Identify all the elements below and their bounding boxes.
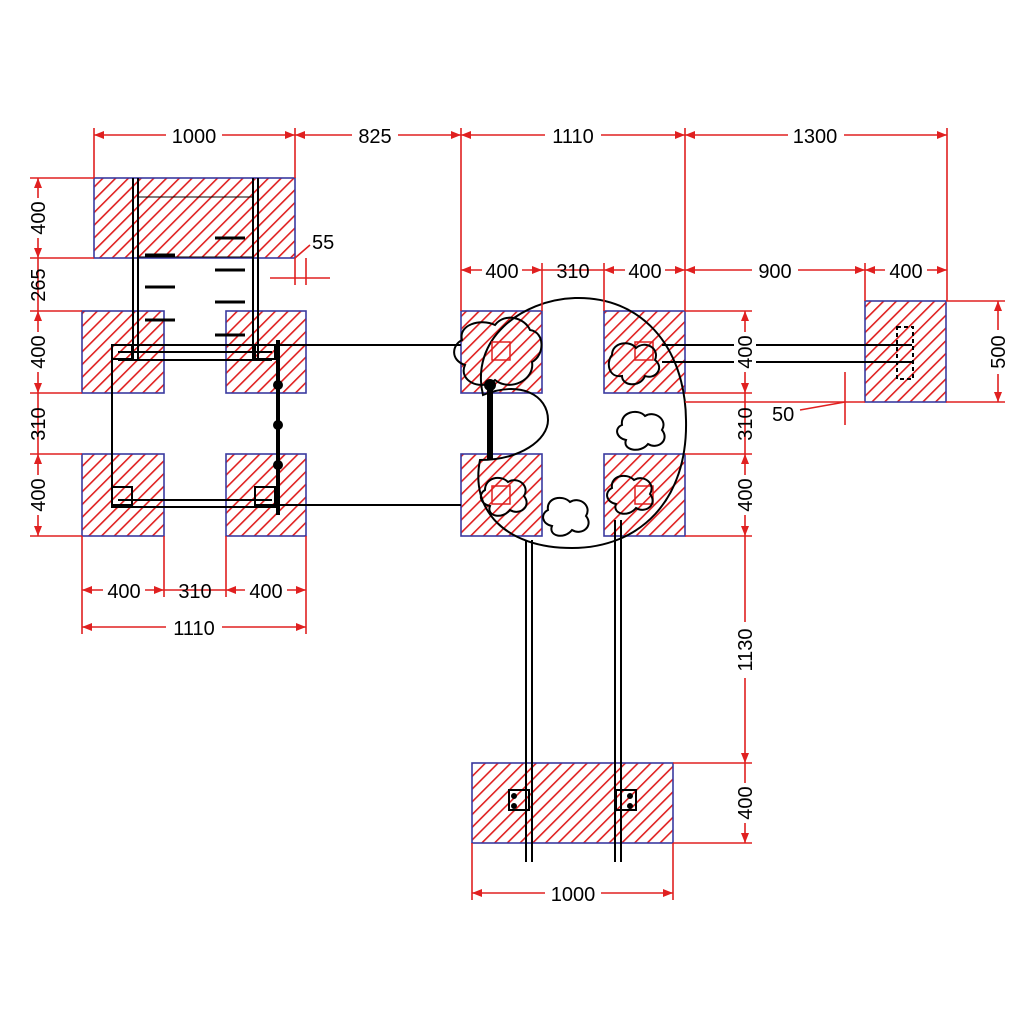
dim-offset-55: 55 xyxy=(312,232,334,254)
footing-tower-d xyxy=(603,453,686,537)
dim-right-footing-400: 400 xyxy=(889,261,922,283)
ladder-rungs xyxy=(145,236,245,337)
dim-left-gap-310: 310 xyxy=(28,407,50,440)
footing-tower-c xyxy=(460,453,543,537)
dim-left-bottom-1110: 1110 xyxy=(173,618,215,640)
blob-6 xyxy=(606,474,654,515)
footing-top-left xyxy=(93,177,296,259)
blob-4 xyxy=(479,476,528,517)
footing-left-c xyxy=(81,453,165,537)
footings xyxy=(81,177,947,844)
dim-right-col-310: 310 xyxy=(735,407,757,440)
dim-footing-left-height: 400 xyxy=(28,201,50,234)
dim-left-bottom-400a: 400 xyxy=(107,581,140,603)
footing-bottom xyxy=(471,762,674,844)
dim-right-footing-500: 500 xyxy=(988,335,1010,368)
dim-right-col-400a: 400 xyxy=(735,335,757,368)
dim-tower-gap-a: 310 xyxy=(556,261,589,283)
dim-offset-50: 50 xyxy=(772,404,794,426)
dim-left-row1-400: 400 xyxy=(28,335,50,368)
dim-bottom-400: 400 xyxy=(735,786,757,819)
blob-5 xyxy=(542,496,590,537)
dim-left-bottom-310: 310 xyxy=(178,581,211,603)
footing-tower-a xyxy=(460,310,543,394)
dim-gap-825: 825 xyxy=(358,126,391,148)
footing-right xyxy=(864,300,947,403)
ladder-top-panel xyxy=(137,196,254,258)
dimension-labels: 1000 825 1110 1300 400 310 400 900 400 5… xyxy=(27,124,1010,906)
dim-left-row2-400: 400 xyxy=(28,478,50,511)
dim-left-bottom-400b: 400 xyxy=(249,581,282,603)
footing-tower-b xyxy=(603,310,686,394)
dim-tower-span-top: 1110 xyxy=(552,126,594,148)
footing-left-d xyxy=(225,453,307,537)
dim-tower-footing-b: 400 xyxy=(628,261,661,283)
blob-2 xyxy=(607,342,661,386)
dim-top-left-width: 1000 xyxy=(172,126,217,148)
dimension-arrows xyxy=(34,131,1002,897)
structure xyxy=(111,178,914,862)
dim-slide-1130: 1130 xyxy=(735,628,757,671)
blob-1 xyxy=(453,316,543,386)
dim-right-span-1300: 1300 xyxy=(793,126,838,148)
dimension-lines xyxy=(30,128,1005,900)
dim-gap-265: 265 xyxy=(28,268,50,301)
blob-3 xyxy=(616,410,666,451)
dim-tower-footing-a: 400 xyxy=(485,261,518,283)
dim-bottom-width-1000: 1000 xyxy=(551,884,596,906)
dim-right-col-400b: 400 xyxy=(735,478,757,511)
dim-right-gap-900: 900 xyxy=(758,261,791,283)
